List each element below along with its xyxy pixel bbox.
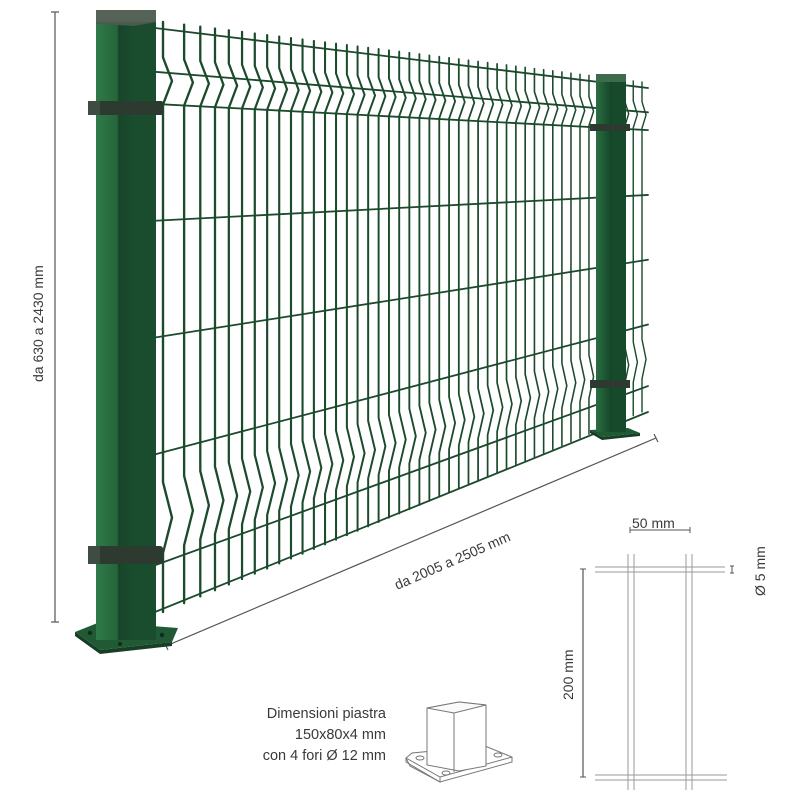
post-base-plate-icon xyxy=(405,701,513,783)
width-dimension-line xyxy=(163,433,659,651)
mesh-height-label: 200 mm xyxy=(560,649,576,700)
base-plate-line-2: 150x80x4 mm xyxy=(294,727,386,743)
height-dimension-label: da 630 a 2430 mm xyxy=(30,265,46,382)
height-dimension-line xyxy=(51,11,59,623)
wire-diameter-label: Ø 5 mm xyxy=(752,546,768,596)
right-fence-post xyxy=(590,74,640,440)
base-plate-line-1: Dimensioni piastra xyxy=(266,706,386,722)
left-fence-post xyxy=(75,10,178,654)
mesh-width-label: 50 mm xyxy=(632,515,675,531)
base-plate-line-3: con 4 fori Ø 12 mm xyxy=(262,748,386,764)
mesh-detail-diagram xyxy=(580,527,734,790)
fence-mesh-panel xyxy=(154,20,649,614)
base-plate-description: Dimensioni piastra 150x80x4 mm con 4 for… xyxy=(228,704,386,767)
